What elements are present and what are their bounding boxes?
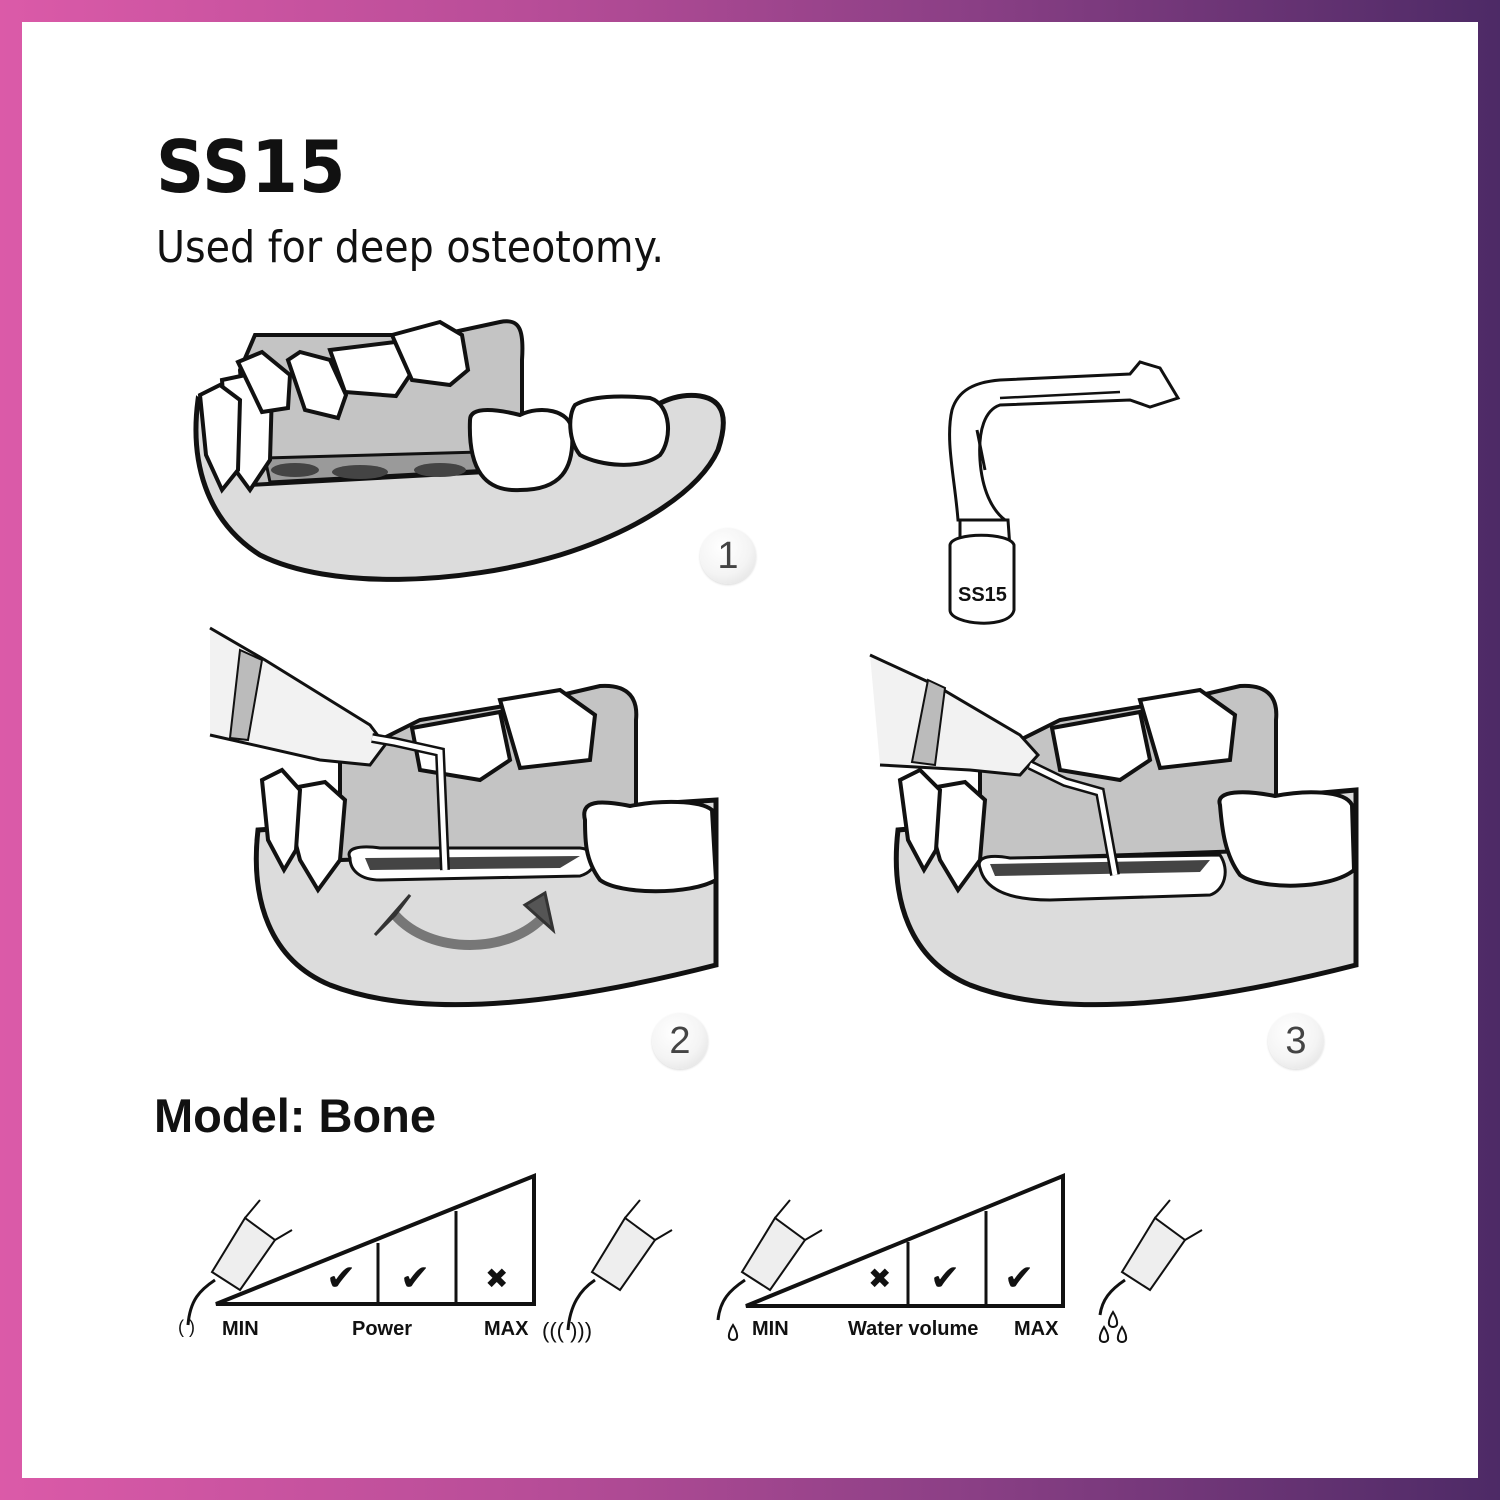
- water-cell-1-icon: ✖: [868, 1263, 891, 1294]
- water-min-label: MIN: [752, 1318, 789, 1340]
- high-vibration-handpiece-icon: ((( ))): [542, 1199, 673, 1343]
- svg-text:( ): ( ): [178, 1317, 195, 1337]
- power-min-label: MIN: [222, 1318, 259, 1340]
- step2-badge: 2: [652, 1013, 708, 1069]
- water-center-label: Water volume: [848, 1318, 978, 1340]
- low-water-handpiece-icon: [716, 1199, 823, 1342]
- page-title: SS15: [156, 125, 347, 209]
- power-max-label: MAX: [484, 1318, 529, 1340]
- step1-badge: 1: [700, 528, 756, 584]
- page-subtitle: Used for deep osteotomy.: [156, 222, 665, 273]
- svg-text:((( ))): ((( ))): [542, 1318, 592, 1343]
- tip-engraving: SS15: [958, 584, 1007, 606]
- water-cell-3-icon: ✔: [1004, 1257, 1034, 1298]
- step3-badge: 3: [1268, 1013, 1324, 1069]
- water-cell-2-icon: ✔: [930, 1257, 960, 1298]
- power-cell-1-icon: ✔: [326, 1257, 356, 1298]
- high-water-handpiece-icon: [1098, 1199, 1203, 1344]
- model-label: Model: Bone: [154, 1089, 436, 1142]
- power-center-label: Power: [352, 1318, 412, 1340]
- water-max-label: MAX: [1014, 1318, 1059, 1340]
- power-cell-2-icon: ✔: [400, 1257, 430, 1298]
- power-cell-3-icon: ✖: [485, 1263, 508, 1294]
- low-vibration-handpiece-icon: ( ): [178, 1199, 293, 1337]
